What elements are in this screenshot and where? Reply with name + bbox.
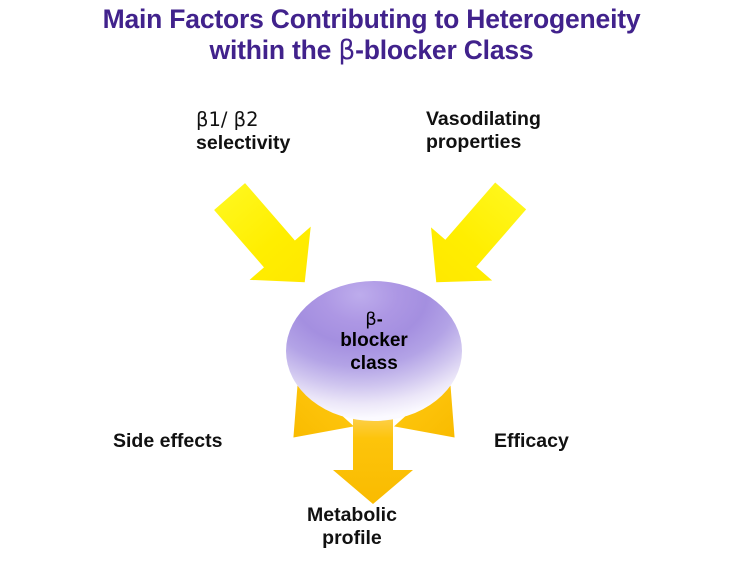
beta2-glyph: β2 bbox=[233, 108, 259, 131]
sphere-line-3: class bbox=[350, 352, 398, 374]
label-efficacy: Efficacy bbox=[494, 430, 569, 453]
title-line-1: Main Factors Contributing to Heterogenei… bbox=[102, 4, 641, 34]
title-line-2-pre: within the bbox=[209, 35, 339, 65]
beta-blocker-class-sphere bbox=[286, 281, 462, 421]
label-side-effects: Side effects bbox=[113, 430, 222, 453]
beta-selectivity-line-1: β1/ β2 bbox=[196, 108, 290, 132]
label-metabolic-profile: Metabolic profile bbox=[307, 504, 397, 551]
title-line-2-post: -blocker Class bbox=[355, 35, 534, 65]
label-beta-selectivity: β1/ β2 selectivity bbox=[196, 108, 290, 156]
title-line-2: within the β-blocker Class bbox=[0, 35, 743, 66]
metabolic-line-2: profile bbox=[322, 527, 382, 550]
vasodilating-line-2: properties bbox=[426, 131, 522, 154]
efficacy-line-1: Efficacy bbox=[494, 430, 569, 452]
label-vasodilating-properties: Vasodilating properties bbox=[426, 108, 541, 155]
sphere-line-1: β- bbox=[286, 309, 462, 330]
beta-glyph: β bbox=[338, 35, 356, 66]
sphere-line-1-post: - bbox=[376, 309, 383, 329]
metabolic-line-1: Metabolic bbox=[307, 504, 397, 526]
sphere-beta-glyph: β bbox=[365, 309, 377, 330]
vasodilating-line-1: Vasodilating bbox=[426, 108, 541, 130]
arrow-vasodilating-properties bbox=[431, 182, 527, 283]
sphere-line-2: blocker bbox=[340, 330, 408, 352]
arrow-beta-selectivity bbox=[214, 183, 311, 283]
page-title: Main Factors Contributing to Heterogenei… bbox=[0, 4, 743, 66]
beta-selectivity-line-2: selectivity bbox=[196, 132, 291, 155]
beta1-glyph: β1/ bbox=[196, 108, 234, 131]
side-effects-line-1: Side effects bbox=[113, 430, 223, 452]
beta-blocker-class-label: β- blocker class bbox=[286, 309, 462, 375]
